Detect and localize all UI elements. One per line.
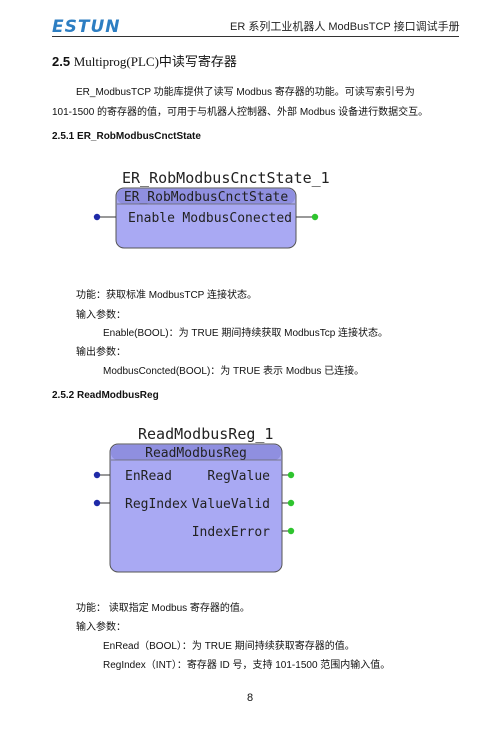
fb-block (109, 443, 283, 573)
section-title-text: Multiprog(PLC)中读写寄存器 (73, 54, 237, 69)
fb-title-bar (117, 189, 295, 204)
fb-input-enread: EnRead (125, 469, 172, 484)
block1-function: 功能：获取标准 ModbusTCP 连接状态。 (76, 290, 257, 301)
block1-output-title: 输出参数： (76, 347, 126, 358)
block1-input-desc: Enable(BOOL)：为 TRUE 期间持续获取 ModbusTcp 连接状… (103, 328, 389, 339)
output-pin-icon (287, 527, 295, 535)
page-number: 8 (246, 692, 254, 704)
fb-instance-name: ER_RobModbusCnctState_1 (122, 169, 330, 187)
output-pin-icon (287, 499, 295, 507)
section-title: 2.5 Multiprog(PLC)中读写寄存器 (52, 51, 237, 70)
fb-output-valuevalid: ValueValid (192, 497, 270, 512)
section-number: 2.5 (52, 54, 71, 69)
block1-output-desc: ModbusConcted(BOOL)：为 TRUE 表示 Modbus 已连接… (103, 366, 365, 377)
fb-output-indexerror: IndexError (192, 525, 270, 540)
output-pin-icon (311, 213, 319, 221)
estun-logo: ESTUN (52, 17, 121, 37)
block2-input-desc-2: RegIndex（INT）：寄存器 ID 号，支持 101-1500 范围内输入… (103, 660, 391, 671)
header-divider (52, 36, 459, 37)
fb-title-bar (111, 445, 281, 460)
output-pin-icon (287, 471, 295, 479)
intro-line-1: ER_ModbusTCP 功能库提供了读写 Modbus 寄存器的功能。可读写索… (76, 87, 415, 98)
input-pin-icon (93, 471, 101, 479)
header-title: ER 系列工业机器人 ModBusTCP 接口调试手册 (230, 21, 460, 33)
fb-input-enable: Enable (128, 211, 175, 226)
block1-input-title: 输入参数： (76, 310, 126, 321)
fb-output-modbusconected: ModbusConected (182, 211, 292, 226)
fb-type-name: ER_RobModbusCnctState (124, 190, 289, 205)
block2-function: 功能： 读取指定 Modbus 寄存器的值。 (76, 603, 250, 614)
fb-diagram-cnctstate: ER_RobModbusCnctState_1 ER_RobModbusCnct… (93, 169, 330, 249)
block2-input-desc-1: EnRead（BOOL）：为 TRUE 期间持续获取寄存器的值。 (103, 641, 355, 652)
fb-input-regindex: RegIndex (125, 497, 188, 512)
block2-input-title: 输入参数： (76, 622, 126, 633)
subsection-heading-2: 2.5.2 ReadModbusReg (52, 390, 159, 401)
fb-output-regvalue: RegValue (207, 469, 270, 484)
fb-diagram-readmodbusreg: ReadModbusReg_1 ReadModbusReg EnRead Reg… (93, 425, 295, 573)
input-pin-icon (93, 213, 101, 221)
input-pin-icon (93, 499, 101, 507)
intro-line-2: 101-1500 的寄存器的值，可用于与机器人控制器、外部 Modbus 设备进… (52, 107, 429, 118)
subsection-heading-1: 2.5.1 ER_RobModbusCnctState (52, 131, 201, 142)
fb-type-name: ReadModbusReg (145, 446, 247, 461)
fb-instance-name: ReadModbusReg_1 (138, 425, 273, 443)
